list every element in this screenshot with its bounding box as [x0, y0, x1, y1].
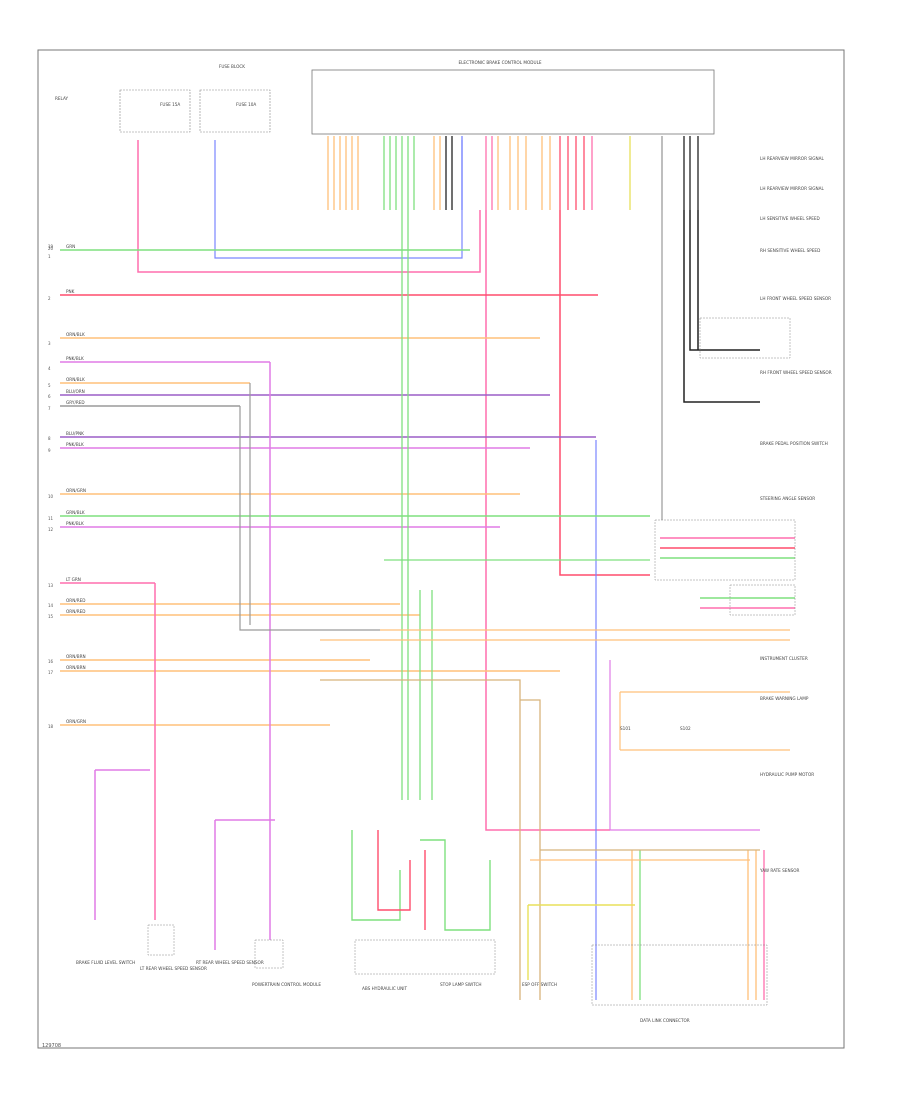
fuse-1-label: FUSE 15A [160, 102, 180, 107]
wire-label-w15: ORN/RED [66, 609, 86, 614]
wire-label-w04: PNK/BLK [66, 356, 84, 361]
right-sensor-2-label: RH FRONT WHEEL SPEED SENSOR [760, 370, 832, 375]
left-terminal-14: 14 [48, 603, 54, 608]
wire-black-right [683, 210, 760, 403]
wire-label-w13: LT GRN [66, 577, 81, 582]
bottom-1-label: BRAKE FLUID LEVEL SWITCH [76, 960, 135, 965]
left-terminal-15: 15 [48, 614, 54, 619]
top-module-label: ELECTRONIC BRAKE CONTROL MODULE [458, 60, 541, 65]
left-terminal-12: 12 [48, 527, 54, 532]
wire-red-vertical [559, 210, 650, 576]
right-switch-label: BRAKE PEDAL POSITION SWITCH [760, 441, 828, 446]
left-terminal-13: 13 [48, 583, 54, 588]
note-2: LH REARVIEW MIRROR SIGNAL [760, 186, 824, 191]
wire-label-w01: GRN [66, 244, 75, 249]
bottom-components: BRAKE FLUID LEVEL SWITCH LT REAR WHEEL S… [76, 924, 768, 1023]
right-module-label: STEERING ANGLE SENSOR [760, 496, 815, 501]
right-bottom-label: YAW RATE SENSOR [759, 868, 800, 873]
splice-2: S102 [680, 726, 691, 731]
left-terminal-9: 9 [48, 448, 51, 453]
fuse-block: FUSE BLOCK FUSE 15A FUSE 10A RELAY [55, 64, 271, 133]
wire-label-w08: BLU/PNK [66, 431, 84, 436]
left-terminal-6: 6 [48, 394, 51, 399]
wire-green-loop-1 [351, 830, 401, 921]
wire-label-w11: GRN/BLK [66, 510, 85, 515]
wire-pink-top [137, 140, 481, 273]
splice-1: S101 [620, 726, 631, 731]
wire-black-right-2 [689, 210, 760, 351]
bottom-8-label: ESP OFF SWITCH [522, 982, 557, 987]
left-terminal-4: 4 [48, 366, 51, 371]
right-pump-label: HYDRAULIC PUMP MOTOR [760, 772, 814, 777]
left-terminal-20: 20 [48, 246, 54, 251]
right-sensor-1-label: LH FRONT WHEEL SPEED SENSOR [760, 296, 831, 301]
left-terminal-3: 3 [48, 341, 51, 346]
wire-label-w07: GRY/RED [66, 400, 85, 405]
left-terminal-17: 17 [48, 670, 54, 675]
note-3: LH SENSITIVE WHEEL SPEED [760, 216, 820, 221]
wire-red-loop [377, 830, 411, 911]
wire-label-w12: PNK/BLK [66, 521, 84, 526]
left-terminal-11: 11 [48, 516, 54, 521]
left-terminal-8: 8 [48, 436, 51, 441]
wire-label-w02: PNK [66, 289, 75, 294]
wire-label-w16: ORN/BRN [66, 654, 86, 659]
left-terminal-2: 2 [48, 296, 51, 301]
left-terminal-5: 5 [48, 383, 51, 388]
bottom-4-label: POWERTRAIN CONTROL MODULE [252, 982, 321, 987]
wire-label-w03: ORN/BLK [66, 332, 85, 337]
left-terminal-16: 16 [48, 659, 54, 664]
wire-green-loop-2 [420, 839, 491, 931]
wire-tan-run-2 [520, 699, 541, 1000]
fuse-2-label: FUSE 10A [236, 102, 256, 107]
left-terminal-7: 7 [48, 406, 51, 411]
top-module: ELECTRONIC BRAKE CONTROL MODULE [311, 60, 715, 135]
relay-left-label: RELAY [55, 96, 69, 101]
left-terminal-19: 19 [48, 244, 54, 249]
right-lamp-label: BRAKE WARNING LAMP [760, 696, 809, 701]
note-4: RH SENSITIVE WHEEL SPEED [760, 248, 820, 253]
bottom-5-label: ABS HYDRAULIC UNIT [362, 986, 408, 991]
wire-label-w14: ORN/RED [66, 598, 86, 603]
wire-tan-run [320, 679, 521, 1000]
wire-gray-run [239, 406, 380, 631]
left-terminal-10: 10 [48, 494, 54, 499]
wire-label-w05: ORN/BLK [66, 377, 85, 382]
left-terminal-18: 18 [48, 724, 54, 729]
wire-label-w10: ORN/GRN [66, 488, 86, 493]
dlc-label: DATA LINK CONNECTOR [640, 1018, 690, 1023]
left-terminal-1: 1 [48, 254, 51, 259]
wire-label-w18: ORN/GRN [66, 719, 86, 724]
horizontal-wires: GRN PNK ORN/BLK PNK/BLK ORN/BLK BLU/ORN GRY/RE… [60, 140, 795, 1000]
wire-bundle [327, 136, 699, 210]
right-notes: LH REARVIEW MIRROR SIGNAL LH REARVIEW MI… [760, 156, 824, 253]
wire-blue-vertical [214, 140, 463, 259]
wire-label-w06: BLU/ORN [66, 389, 85, 394]
note-1: LH REARVIEW MIRROR SIGNAL [760, 156, 824, 161]
wire-label-w17: ORN/BRN [66, 665, 86, 670]
bottom-3-label: RT REAR WHEEL SPEED SENSOR [196, 960, 264, 965]
footer-code: 129708 [42, 1043, 61, 1049]
bottom-2-label: LT REAR WHEEL SPEED SENSOR [140, 966, 207, 971]
right-components: LH FRONT WHEEL SPEED SENSOR RH FRONT WHE… [620, 296, 832, 873]
bottom-7-label: STOP LAMP SWITCH [440, 982, 482, 987]
wire-pink-vertical [485, 210, 610, 831]
wire-label-w09: PNK/BLK [66, 442, 84, 447]
diagram-frame [37, 49, 845, 1049]
wire-violet-right [609, 660, 760, 831]
right-connector-label: INSTRUMENT CLUSTER [760, 656, 808, 661]
fuse-block-label: FUSE BLOCK [219, 64, 245, 69]
